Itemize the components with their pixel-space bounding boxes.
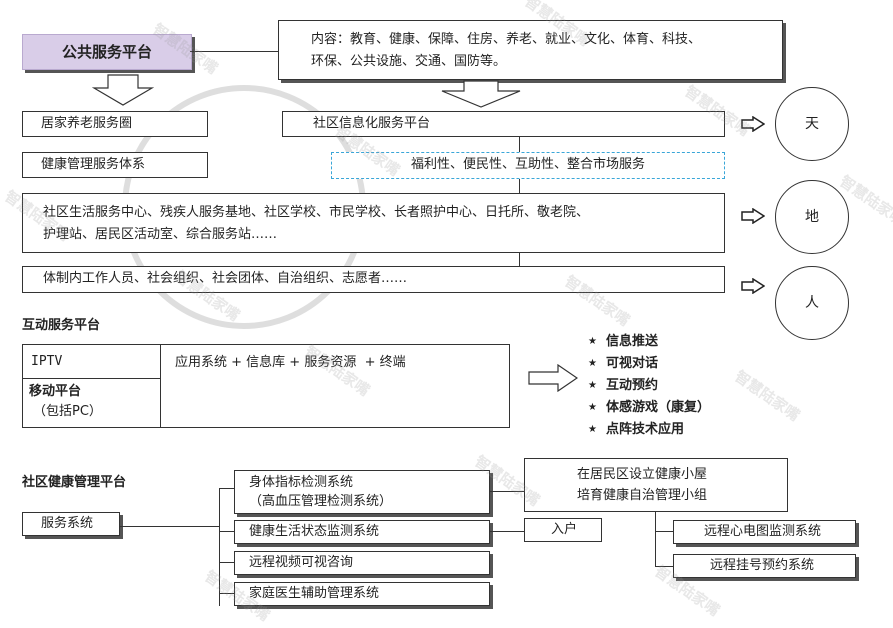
connector <box>190 51 278 52</box>
family-doctor-box: 家庭医生辅助管理系统 <box>234 582 490 606</box>
star-icon: ★ <box>588 336 597 347</box>
ecg-box: 远程心电图监测系统 <box>673 520 856 544</box>
health-system-box: 健康管理服务体系 <box>22 152 208 178</box>
system-stack: 应用系统 + 信息库 + 服务资源 + 终端 <box>175 355 406 370</box>
video-consult-box: 远程视频可视咨询 <box>234 551 490 575</box>
down-arrow-icon <box>441 80 521 108</box>
right-arrow-icon <box>741 208 765 224</box>
body-metrics-line-2: （高血压管理检测系统） <box>249 494 393 509</box>
feature-item: ★体感游戏（康复） <box>588 397 710 419</box>
feature-item: ★可视对话 <box>588 353 710 375</box>
content-line-1: 内容：教育、健康、保障、住房、养老、就业、文化、体育、科技、 <box>311 32 702 47</box>
watermark: 智慧陆家嘴 <box>731 367 804 425</box>
people-box: 体制内工作人员、社会组织、社会团体、自治组织、志愿者…… <box>22 266 725 293</box>
connector <box>490 531 524 532</box>
connector <box>120 526 220 527</box>
content-line-2: 环保、公共设施、交通、国防等。 <box>311 54 507 69</box>
health-hut-line-1: 在居民区设立健康小屋 <box>577 467 708 482</box>
down-arrow-icon <box>92 74 154 106</box>
facilities-box: 社区生活服务中心、残疾人服务基地、社区学校、市民学校、长者照护中心、日托所、敬老… <box>22 193 725 253</box>
interactive-table: IPTV 移动平台 （包括PC） 应用系统 + 信息库 + 服务资源 + 终端 <box>22 344 510 428</box>
right-arrow-icon <box>741 278 765 294</box>
connector <box>519 253 520 266</box>
star-icon: ★ <box>588 380 597 391</box>
connector <box>519 179 520 193</box>
interactive-platform-title: 互动服务平台 <box>22 318 101 333</box>
feature-item: ★点阵技术应用 <box>588 419 710 441</box>
feature-list: ★信息推送 ★可视对话 ★互动预约 ★体感游戏（康复） ★点阵技术应用 <box>588 331 710 441</box>
circle-tian: 天 <box>775 87 849 161</box>
star-icon: ★ <box>588 402 597 413</box>
circle-di: 地 <box>775 180 849 254</box>
star-icon: ★ <box>588 424 597 435</box>
star-icon: ★ <box>588 358 597 369</box>
iptv-cell: IPTV <box>23 345 161 379</box>
connector <box>219 488 220 606</box>
content-box: 内容：教育、健康、保障、住房、养老、就业、文化、体育、科技、 环保、公共设施、交… <box>278 20 783 80</box>
public-platform-title: 公共服务平台 <box>22 34 192 70</box>
elder-care-circle-box: 居家养老服务圈 <box>22 111 208 137</box>
mobile-line-2: （包括PC） <box>33 404 102 419</box>
right-arrow-icon <box>741 116 765 132</box>
body-metrics-box: 身体指标检测系统 （高血压管理检测系统） <box>234 470 490 514</box>
mobile-cell: 移动平台 （包括PC） <box>23 379 161 427</box>
right-arrow-icon <box>528 364 578 392</box>
body-metrics-line-1: 身体指标检测系统 <box>249 475 354 490</box>
info-platform-box: 社区信息化服务平台 <box>282 111 725 137</box>
health-hut-line-2: 培育健康自治管理小组 <box>577 488 708 503</box>
connector <box>219 562 234 563</box>
facilities-line-1: 社区生活服务中心、残疾人服务基地、社区学校、市民学校、长者照护中心、日托所、敬老… <box>43 205 590 220</box>
connector <box>655 566 673 567</box>
service-system-box: 服务系统 <box>22 512 120 536</box>
health-hut-box: 在居民区设立健康小屋 培育健康自治管理小组 <box>524 458 788 512</box>
facilities-line-2: 护理站、居民区活动室、综合服务站…… <box>43 227 278 242</box>
connector <box>655 512 656 567</box>
health-platform-title: 社区健康管理平台 <box>22 475 127 490</box>
connector <box>219 488 234 489</box>
connector <box>655 531 673 532</box>
connector <box>490 491 524 492</box>
feature-item: ★信息推送 <box>588 331 710 353</box>
service-traits-box: 福利性、便民性、互助性、整合市场服务 <box>331 152 725 179</box>
connector <box>219 593 234 594</box>
feature-item: ★互动预约 <box>588 375 710 397</box>
circle-ren: 人 <box>775 266 849 340</box>
connector <box>219 531 234 532</box>
household-box: 入户 <box>524 518 602 542</box>
lifestyle-box: 健康生活状态监测系统 <box>234 520 490 544</box>
registration-box: 远程挂号预约系统 <box>673 554 856 578</box>
mobile-line-1: 移动平台 <box>29 384 82 399</box>
connector <box>519 137 520 152</box>
